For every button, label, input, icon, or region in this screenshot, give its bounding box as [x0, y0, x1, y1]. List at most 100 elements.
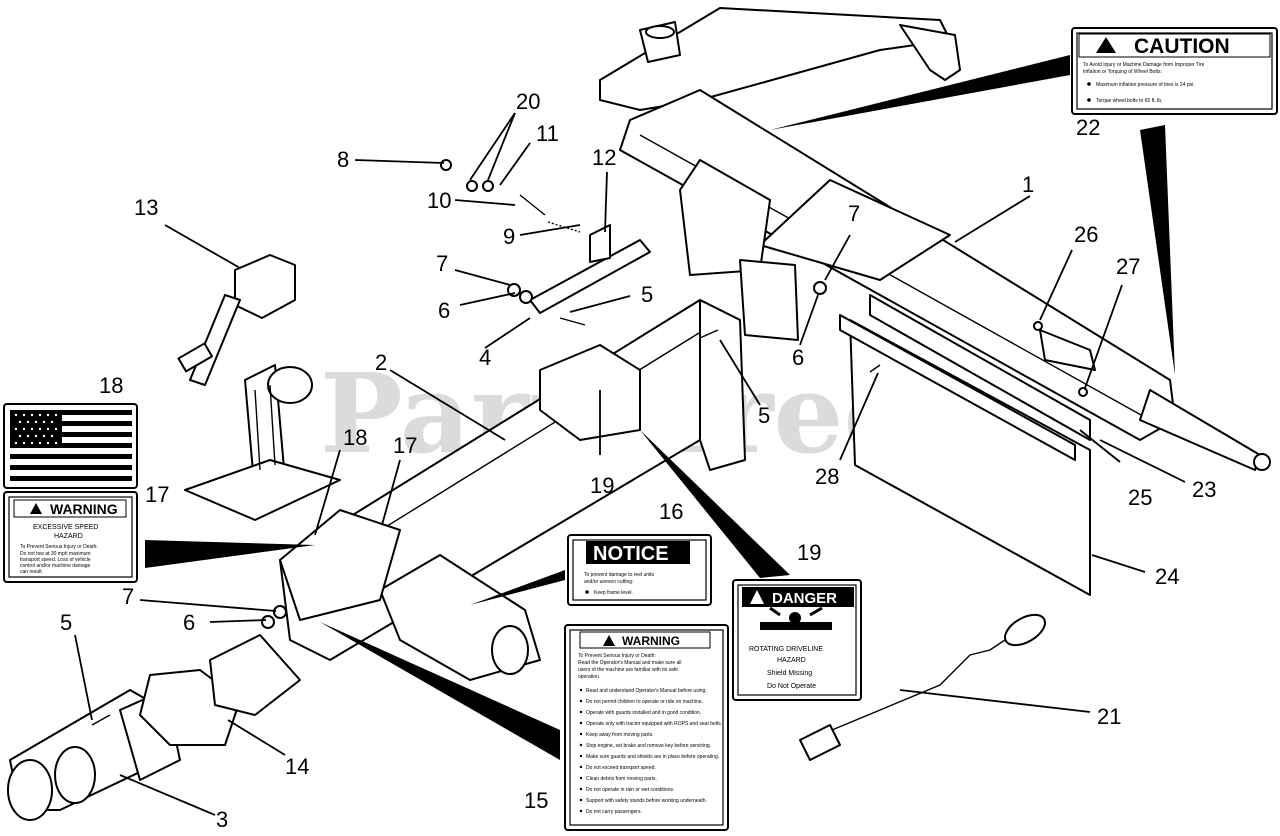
- warning-item: Keep away from moving parts.: [586, 732, 654, 738]
- danger-line3: Shield Missing: [767, 670, 812, 677]
- callout-20: 20: [516, 89, 540, 114]
- danger-line1: ROTATING DRIVELINE: [749, 646, 823, 653]
- warning-item: Support with safety stands before workin…: [586, 798, 707, 804]
- callout-21: 21: [1097, 704, 1121, 729]
- callout-5a: 5: [641, 282, 653, 307]
- warning-item-bullet: [579, 743, 583, 747]
- flag-decal: [3, 403, 138, 489]
- callout-27: 27: [1116, 254, 1140, 279]
- notice-decal: NOTICE To prevent damage to reel units a…: [567, 534, 712, 606]
- warning-speed-line2: Do not tow at 30 mph maximum: [20, 551, 91, 557]
- bracket-4: [529, 224, 651, 314]
- mud-flap: [839, 294, 1096, 596]
- caution-bullet1: Maximum inflation pressure of tires is 2…: [1096, 82, 1195, 88]
- callout-19b: 19: [797, 540, 821, 565]
- callout-17b: 17: [145, 482, 169, 507]
- warning-item: Do not operate in rain or wet conditions…: [586, 787, 674, 793]
- warning-item-bullet: [579, 710, 583, 714]
- safety-chain: [799, 613, 1046, 761]
- warning-speed-line4: control and/or machine damage: [20, 563, 91, 569]
- warning-item-bullet: [579, 798, 583, 802]
- warning-item: Do not carry passengers.: [586, 809, 642, 815]
- callout-22: 22: [1076, 115, 1100, 140]
- callout-7b: 7: [848, 201, 860, 226]
- callout-2: 2: [375, 350, 387, 375]
- warning-main-line1: To Prevent Serious Injury or Death:: [578, 653, 656, 659]
- warning-speed-title2: HAZARD: [54, 533, 83, 540]
- callout-1: 1: [1022, 172, 1034, 197]
- warning-main-line3: users of the machine are familiar with i…: [578, 667, 678, 673]
- callout-numbers: 1 2 3 4 5 5 5 6 6 6 7 7 7 8 9 10 11 12 1…: [60, 89, 1216, 832]
- callout-16: 16: [659, 499, 683, 524]
- warning-speed-header: WARNING: [50, 501, 118, 517]
- callout-13: 13: [134, 195, 158, 220]
- warning-item-bullet: [579, 688, 583, 692]
- warning-item-bullet: [579, 787, 583, 791]
- caution-line1: To Avoid Injury or Machine Damage from I…: [1083, 62, 1205, 68]
- warning-item: Do not permit children to operate or rid…: [586, 699, 703, 705]
- callout-11: 11: [536, 121, 559, 146]
- callout-8: 8: [337, 147, 349, 172]
- callout-7c: 7: [122, 584, 134, 609]
- notice-header: NOTICE: [593, 543, 669, 565]
- caution-header: CAUTION: [1134, 35, 1230, 58]
- warning-item: Operate with guards installed and in goo…: [586, 710, 701, 716]
- callout-28: 28: [815, 464, 839, 489]
- danger-decal: DANGER ROTATING DRIVELINE HAZARD Shield …: [732, 579, 862, 701]
- plate-14: [139, 634, 301, 746]
- warning-item-bullet: [579, 776, 583, 780]
- leader-lines: [74, 112, 1186, 816]
- decal-pointers: [145, 55, 1175, 760]
- warning-item: Stop engine, set brake and remove key be…: [586, 743, 711, 749]
- warning-item: Clean debris from moving parts.: [586, 776, 657, 782]
- callout-3: 3: [216, 807, 228, 832]
- callout-9: 9: [503, 224, 515, 249]
- caution-decal: CAUTION To Avoid Injury or Machine Damag…: [1071, 27, 1278, 115]
- callout-19a: 19: [590, 473, 614, 498]
- small-hardware: [91, 159, 1088, 726]
- warning-speed-title1: EXCESSIVE SPEED: [33, 524, 98, 531]
- callout-25: 25: [1128, 485, 1152, 510]
- notice-line1: To prevent damage to reel units: [584, 572, 655, 578]
- callout-24: 24: [1155, 564, 1179, 589]
- warning-main-line2: Read the Operator's Manual and make sure…: [578, 660, 682, 666]
- callout-7a: 7: [436, 251, 448, 276]
- warning-item-bullet: [579, 754, 583, 758]
- tongue: [279, 299, 746, 681]
- danger-line2: HAZARD: [777, 657, 806, 664]
- driveline-hazard-icon: [760, 606, 832, 630]
- warning-main-line4: operation.: [578, 674, 600, 680]
- warning-speed-line1: To Prevent Serious Injury or Death:: [20, 544, 98, 550]
- warning-main-decal: WARNING To Prevent Serious Injury or Dea…: [564, 624, 729, 831]
- warning-item-bullet: [579, 765, 583, 769]
- warning-item-bullet: [579, 721, 583, 725]
- caution-bullet2: Torque wheel bolts to 65 ft. lb.: [1096, 98, 1162, 104]
- callout-18a: 18: [343, 425, 367, 450]
- warning-speed-line3: transport speed. Loss of vehicle: [20, 557, 91, 563]
- danger-header: DANGER: [772, 590, 837, 607]
- warning-item-bullet: [579, 699, 583, 703]
- warning-item: Read and understand Operator's Manual be…: [586, 688, 707, 694]
- warning-item: Do not exceed transport speed.: [586, 765, 656, 771]
- callout-10: 10: [427, 188, 451, 213]
- notice-line2: and/or uneven cutting:: [584, 579, 633, 585]
- callout-12: 12: [592, 145, 616, 170]
- warning-main-header: WARNING: [622, 634, 680, 648]
- callout-23: 23: [1192, 477, 1216, 502]
- warning-item-bullet: [579, 809, 583, 813]
- notice-bullet1: Keep frame level.: [594, 590, 633, 596]
- main-frame: [599, 7, 1271, 471]
- warning-speed-line5: can result.: [20, 569, 43, 575]
- callout-5c: 5: [60, 610, 72, 635]
- callout-6a: 6: [438, 298, 450, 323]
- callout-17a: 17: [393, 433, 417, 458]
- callout-14: 14: [285, 754, 309, 779]
- warning-speed-decal: WARNING EXCESSIVE SPEED HAZARD To Preven…: [3, 491, 138, 583]
- jack: [177, 254, 341, 521]
- warning-item: Operate only with tractor equipped with …: [586, 721, 722, 727]
- callout-5b: 5: [758, 403, 770, 428]
- caution-line2: Inflation or Torquing of Wheel Bolts:: [1083, 69, 1162, 75]
- callout-18b: 18: [99, 373, 123, 398]
- callout-26: 26: [1074, 222, 1098, 247]
